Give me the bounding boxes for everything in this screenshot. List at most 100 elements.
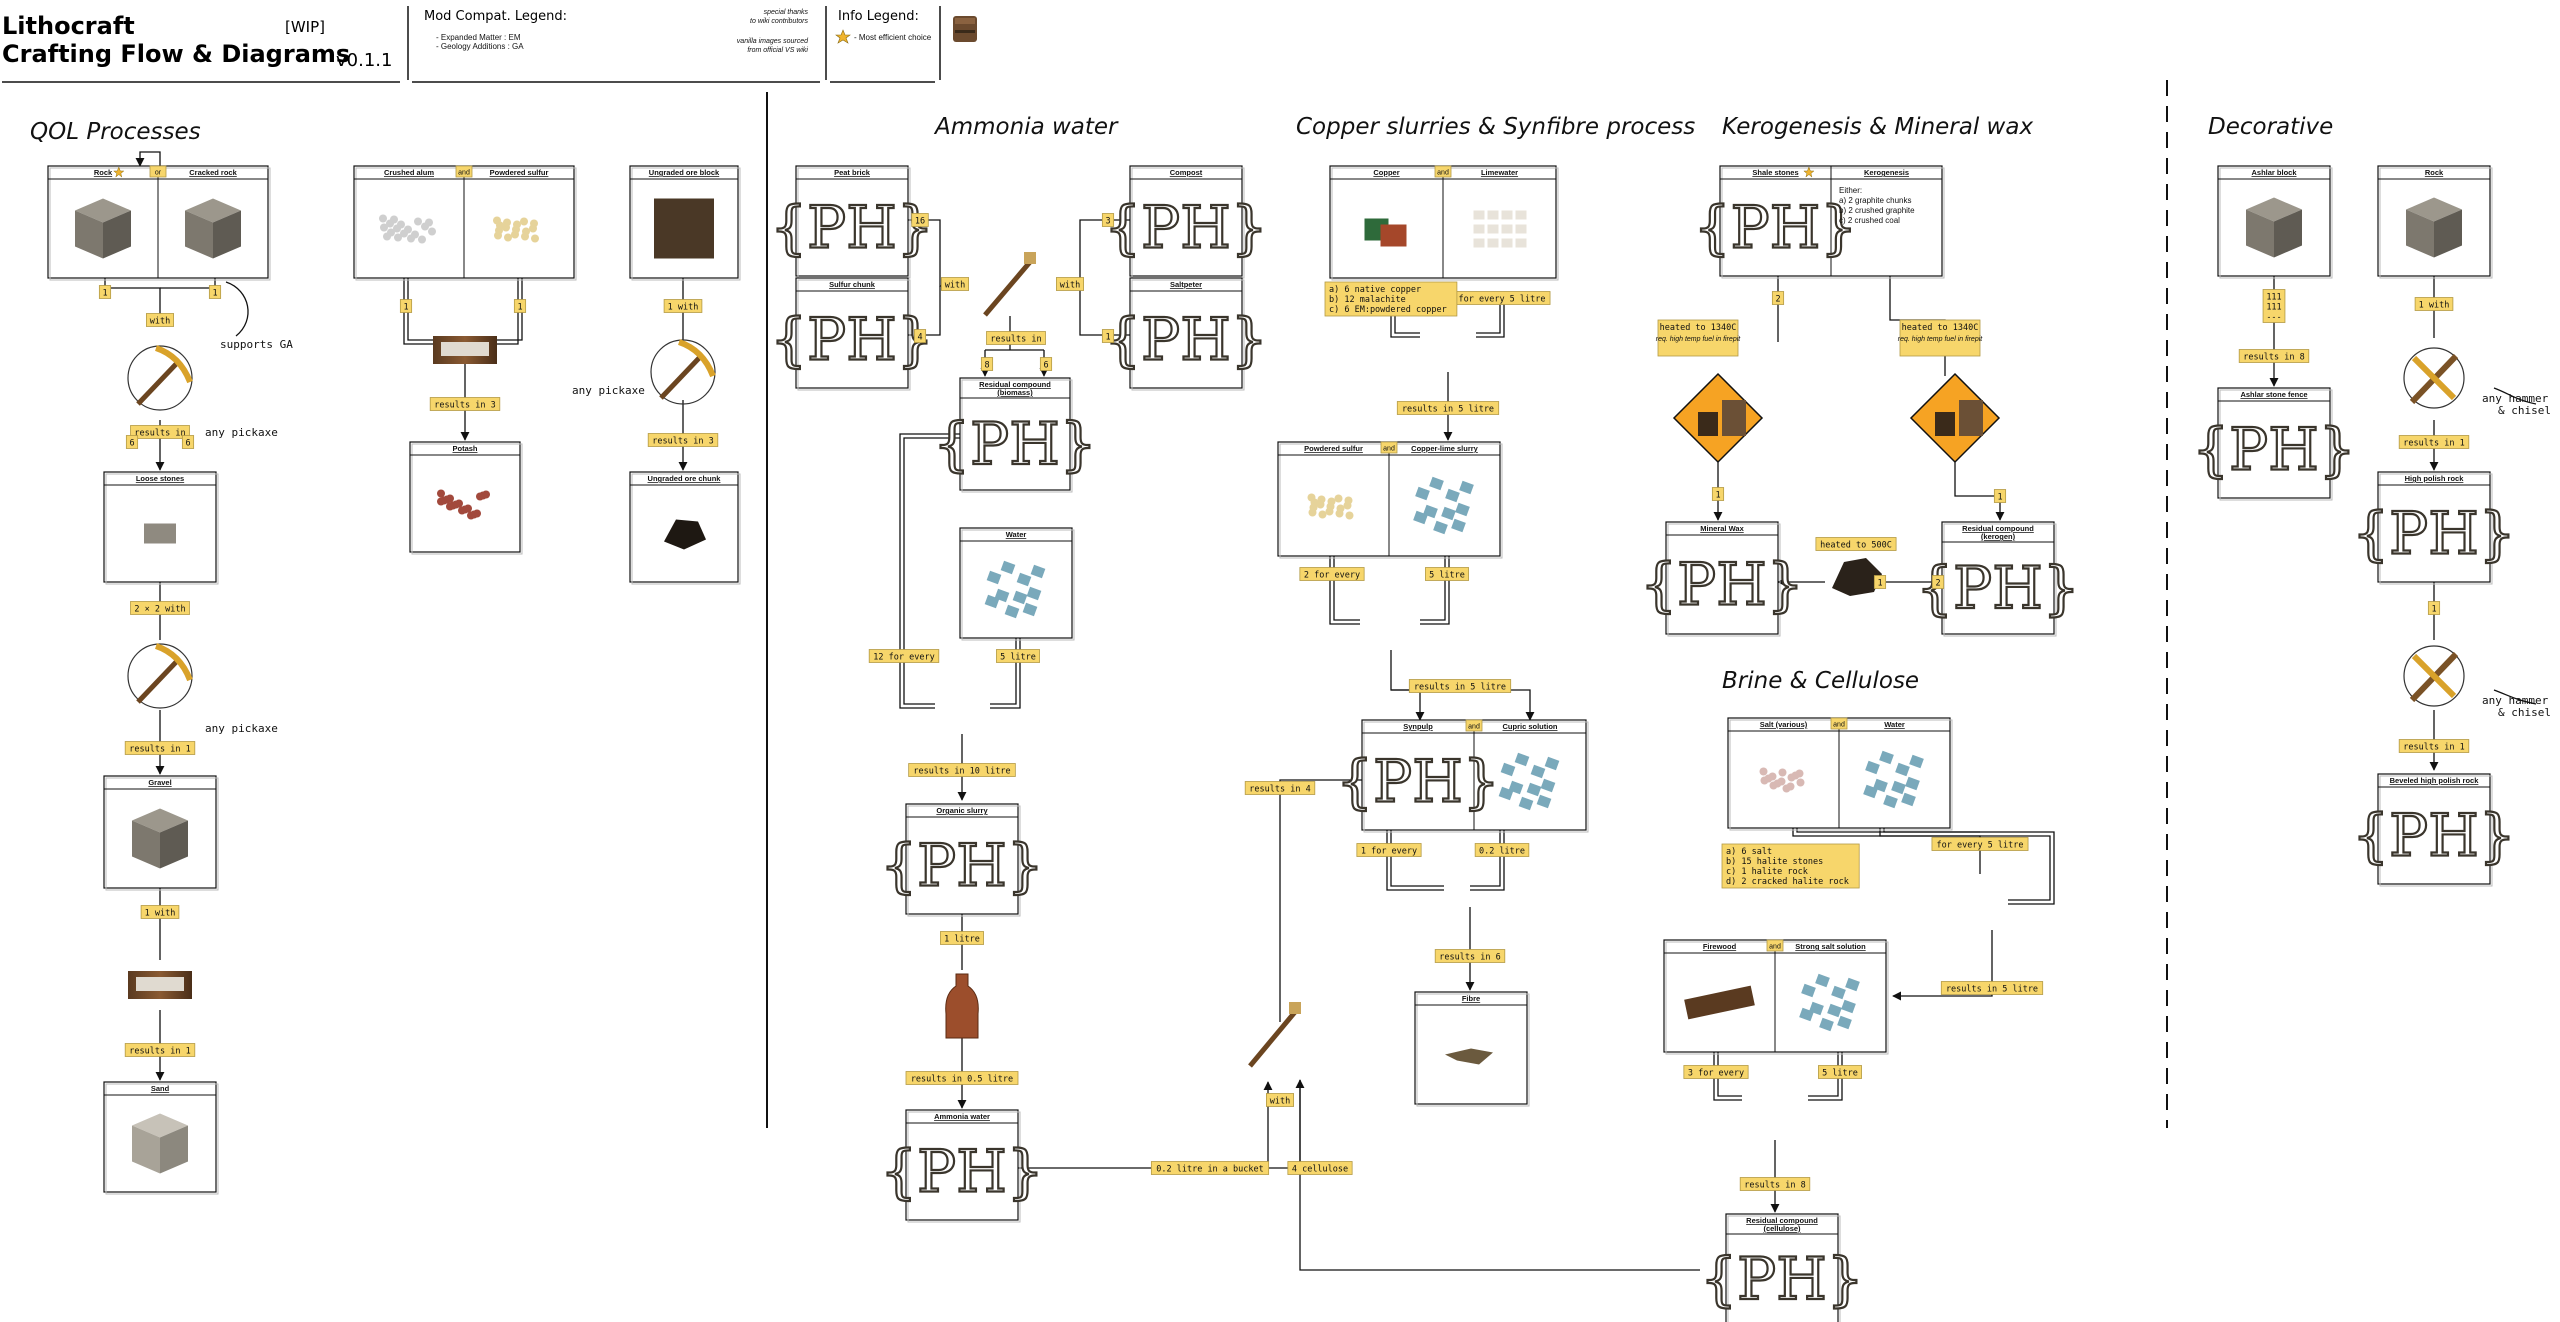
tag-text: 1 [1877, 579, 1882, 589]
tag-text: results in 1 [129, 745, 190, 755]
firewood-icon [1684, 985, 1755, 1020]
tag-text: 1 with [2419, 301, 2450, 311]
item-label: Crushed alum [384, 168, 434, 177]
placeholder-icon: {PH} [880, 1138, 1043, 1206]
box-frame [1665, 521, 1779, 635]
box-shadow [2219, 167, 2333, 279]
pickaxe-icon [127, 345, 193, 411]
item-sublabel: (biomass) [997, 388, 1033, 397]
box-shadow [2219, 389, 2333, 501]
pickaxe-icon [650, 339, 716, 405]
quantity-tag: 4 [913, 329, 927, 343]
quantity-tag: results in 1 [2398, 739, 2470, 753]
item-label: Compost [1170, 168, 1203, 177]
tag-text: 111 [2266, 303, 2281, 313]
box-frame [2377, 471, 2491, 583]
powder-icon [1307, 493, 1354, 520]
item-label: Shale stones [1752, 168, 1798, 177]
tag-text: 1 [1105, 333, 1110, 343]
quantity-tag: results in [986, 331, 1046, 345]
item-label: Organic slurry [936, 806, 988, 815]
placeholder-icon: {PH} [2192, 416, 2355, 484]
box-frame [1129, 277, 1243, 389]
item-label: Potash [452, 444, 477, 453]
quantity-tag: 12 for every [868, 649, 940, 663]
firepit-warning-icon [1672, 372, 1764, 464]
quantity-tag: 5 litre [1425, 567, 1469, 581]
item-sublabel: (kerogen) [1981, 532, 2016, 541]
tag-text: results in 8 [1744, 1181, 1805, 1191]
item-label: High polish rock [2405, 474, 2465, 483]
box-shadow [907, 1111, 1021, 1223]
placeholder-icon: {PH} [1104, 306, 1267, 374]
quantity-tag: with [941, 277, 970, 291]
item-label: Water [1884, 720, 1905, 729]
quantity-tag: 1 [208, 285, 222, 299]
credit-line: to wiki contributors [750, 18, 808, 25]
recipe-box-ammoniawater: Ammonia water {PH} [879, 1109, 1045, 1223]
tag-text: 0.2 litre in a bucket [1156, 1165, 1263, 1175]
tag-text: results in 3 [434, 401, 495, 411]
item-label: Water [1006, 530, 1027, 539]
recipe-box-peat: Peat brick{PH} [769, 165, 935, 279]
tag-text: results in 8 [2243, 353, 2304, 363]
tag-text: 1 litre [944, 935, 980, 945]
quantity-tag: results in 8 [1739, 1177, 1811, 1191]
firepit-warning-icon [1909, 372, 2001, 464]
joiner-tag [149, 165, 167, 178]
quantity-tag: 2 for every [1299, 567, 1365, 581]
recipe-box-rescompc: Residual compound{PH}(cellulose) [1699, 1213, 1865, 1322]
tag-text: with [150, 317, 170, 327]
joiner-label: and [1437, 170, 1449, 177]
joiner-tag [1434, 165, 1452, 178]
joiner-label: or [155, 170, 162, 177]
item-label: Rock [2425, 168, 2444, 177]
tag-text: results in 5 litre [1402, 405, 1494, 415]
item-label: Powdered sulfur [1304, 444, 1363, 453]
quantity-tag: 3 for every [1683, 1065, 1749, 1079]
quantity-tag: 8 [980, 357, 994, 371]
tag-text: with [945, 281, 965, 291]
tag-text: results in [134, 429, 185, 439]
item-label: Firewood [1703, 942, 1737, 951]
kerogenesis-option: a) 2 graphite chunks [1839, 196, 1912, 205]
item-label: Fibre [1462, 994, 1480, 1003]
quantity-tag: 1 [1101, 329, 1115, 343]
section-title-brine: Brine & Cellulose [1722, 668, 1919, 694]
tag-text: results in 5 litre [1946, 985, 2038, 995]
tag-text: results in 5 litre [1414, 683, 1506, 693]
quantity-tag: 3 [1101, 213, 1115, 227]
hammer-chisel-note: & chisel [2498, 706, 2551, 719]
item-label: Ashlar stone fence [2240, 390, 2307, 399]
quantity-tag: 2 × 2 with [130, 601, 190, 615]
option-text: a) 6 salt [1726, 847, 1772, 857]
box-frame [795, 165, 909, 277]
joiner-tag [1465, 719, 1483, 732]
item-label: Salt (various) [1760, 720, 1808, 729]
item-label: Copper-lime slurry [1411, 444, 1479, 453]
placeholder-icon: {PH} [2352, 500, 2515, 568]
tag-text: 6 [1043, 361, 1048, 371]
quantity-tag: 1 [1873, 575, 1887, 589]
quantity-tag: 1 litre [940, 931, 984, 945]
option-text: c) 6 EM:powdered copper [1329, 305, 1447, 315]
kerogenesis-option: c) 2 crushed coal [1839, 216, 1900, 225]
tag-text: 5 litre [1000, 653, 1036, 663]
stirring-stick-icon [983, 252, 1036, 317]
quantity-tag: 1 [1993, 489, 2007, 503]
stone-cube-icon [2246, 197, 2302, 258]
item-label: Powdered sulfur [490, 168, 549, 177]
item-label: Gravel [148, 778, 171, 787]
box-shadow [961, 379, 1073, 493]
recipe-box-ashlar: Ashlar block [2217, 165, 2333, 279]
tag-text: for every 5 litre [1937, 841, 2024, 851]
box-frame [795, 277, 909, 389]
placeholder-icon: {PH} [2352, 802, 2515, 870]
water-icon [984, 560, 1046, 619]
item-label: Ammonia water [934, 1112, 990, 1121]
placeholder-icon: {PH} [1104, 194, 1267, 262]
